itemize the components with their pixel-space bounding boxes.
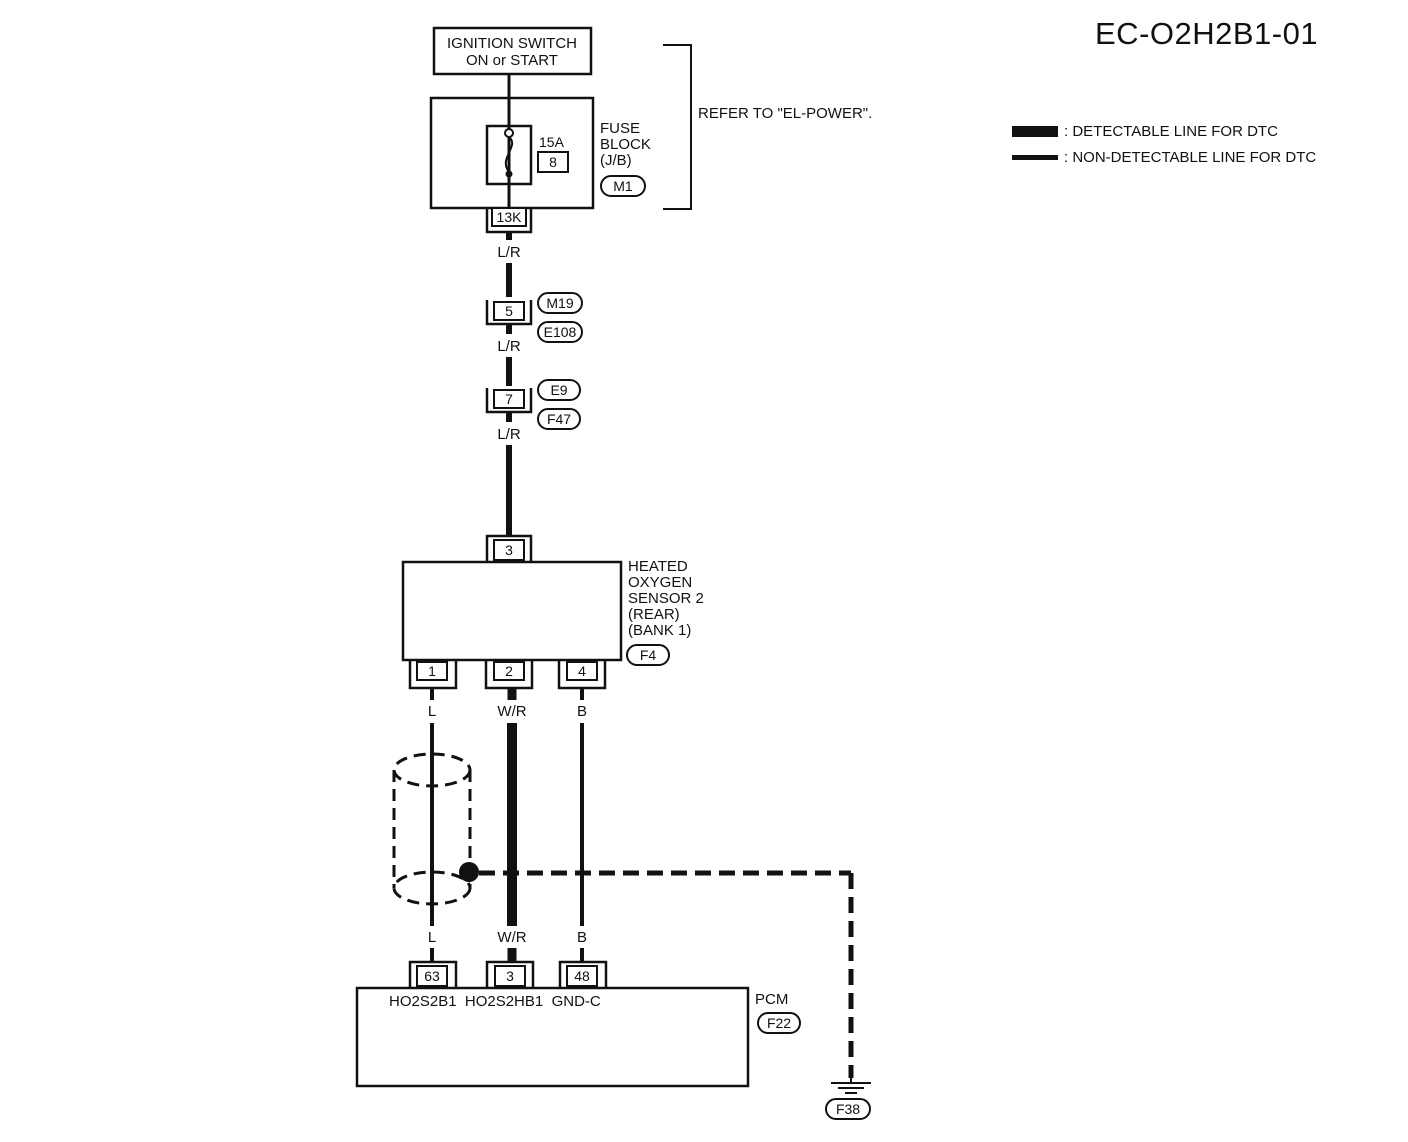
pcm-pin-names: HO2S2B1 HO2S2HB1 GND-C (389, 993, 601, 1010)
wire-color-b-top: B (577, 703, 587, 720)
connector-13k: 13K (485, 207, 533, 234)
sensor-connector: F4 (640, 647, 657, 663)
wire-color-b-bot: B (577, 929, 587, 946)
ignition-line1: IGNITION SWITCH (447, 35, 577, 52)
wire-color-lr-1: L/R (497, 244, 521, 261)
wire-color-l-top: L (428, 703, 436, 720)
sensor-line2: OXYGEN (628, 574, 692, 591)
terminal-2: 2 (505, 663, 513, 679)
sensor-line3: SENSOR 2 (628, 590, 704, 607)
oxygen-sensor-2: HEATED OXYGEN SENSOR 2 (REAR) (BANK 1) F… (401, 558, 704, 666)
connector-f47: F47 (547, 411, 571, 427)
wire-color-l-bot: L (428, 929, 436, 946)
pcm-connector: F22 (767, 1015, 791, 1031)
legend-nondetectable-label: : NON-DETECTABLE LINE FOR DTC (1064, 149, 1316, 166)
terminal-5: 5 (505, 303, 513, 319)
fuse-block-line3: (J/B) (600, 152, 632, 169)
legend: : DETECTABLE LINE FOR DTC : NON-DETECTAB… (1012, 123, 1316, 166)
pcm-terminals: 63 3 48 (408, 960, 608, 988)
terminal-3-pcm: 3 (506, 968, 514, 984)
legend-detectable-label: : DETECTABLE LINE FOR DTC (1064, 123, 1278, 140)
wire-color-wr-top: W/R (497, 703, 526, 720)
legend-detectable-swatch (1012, 126, 1058, 137)
terminal-4: 4 (578, 663, 586, 679)
wire-color-lr-3: L/R (497, 426, 521, 443)
connector-m19-e108: 5 M19 E108 (485, 292, 583, 343)
ground-connector: F38 (836, 1101, 860, 1117)
fuse-block: 15A 8 FUSE BLOCK (J/B) M1 (429, 74, 651, 210)
diagram-id: EC-O2H2B1-01 (1095, 16, 1318, 51)
terminal-1: 1 (428, 663, 436, 679)
fuse-rating: 15A (539, 134, 565, 150)
pcm-label: PCM (755, 991, 788, 1008)
terminal-3-top: 3 (505, 542, 513, 558)
connector-m19: M19 (546, 295, 573, 311)
sensor-line1: HEATED (628, 558, 688, 575)
sensor-terminal-3: 3 (485, 534, 533, 562)
connector-e9: E9 (550, 382, 567, 398)
fuse-icon (504, 128, 514, 138)
connector-e108: E108 (544, 324, 577, 340)
legend-nondetectable-swatch (1012, 155, 1058, 160)
fuse-number: 8 (549, 154, 557, 170)
sensor-line5: (BANK 1) (628, 622, 691, 639)
ignition-line2: ON or START (466, 52, 558, 69)
connector-e9-f47: 7 E9 F47 (485, 379, 581, 430)
terminal-63: 63 (424, 968, 440, 984)
shield-ground-dot (459, 862, 479, 882)
fuse-block-connector: M1 (613, 178, 633, 194)
wire-color-wr-bot: W/R (497, 929, 526, 946)
power-bracket (663, 44, 692, 210)
pcm: HO2S2B1 HO2S2HB1 GND-C PCM F22 (355, 986, 801, 1088)
wire-color-lr-2: L/R (497, 338, 521, 355)
ground-icon (831, 1078, 871, 1094)
fuse-block-line1: FUSE (600, 120, 640, 137)
terminal-48: 48 (574, 968, 590, 984)
ignition-switch: IGNITION SWITCH ON or START (432, 26, 593, 76)
terminal-7: 7 (505, 391, 513, 407)
terminal-13k: 13K (497, 209, 523, 225)
refer-note: REFER TO "EL-POWER". (698, 105, 872, 122)
sensor-line4: (REAR) (628, 606, 680, 623)
sensor-bottom-terminals: 1 2 4 (408, 660, 607, 690)
fuse-block-line2: BLOCK (600, 136, 651, 153)
